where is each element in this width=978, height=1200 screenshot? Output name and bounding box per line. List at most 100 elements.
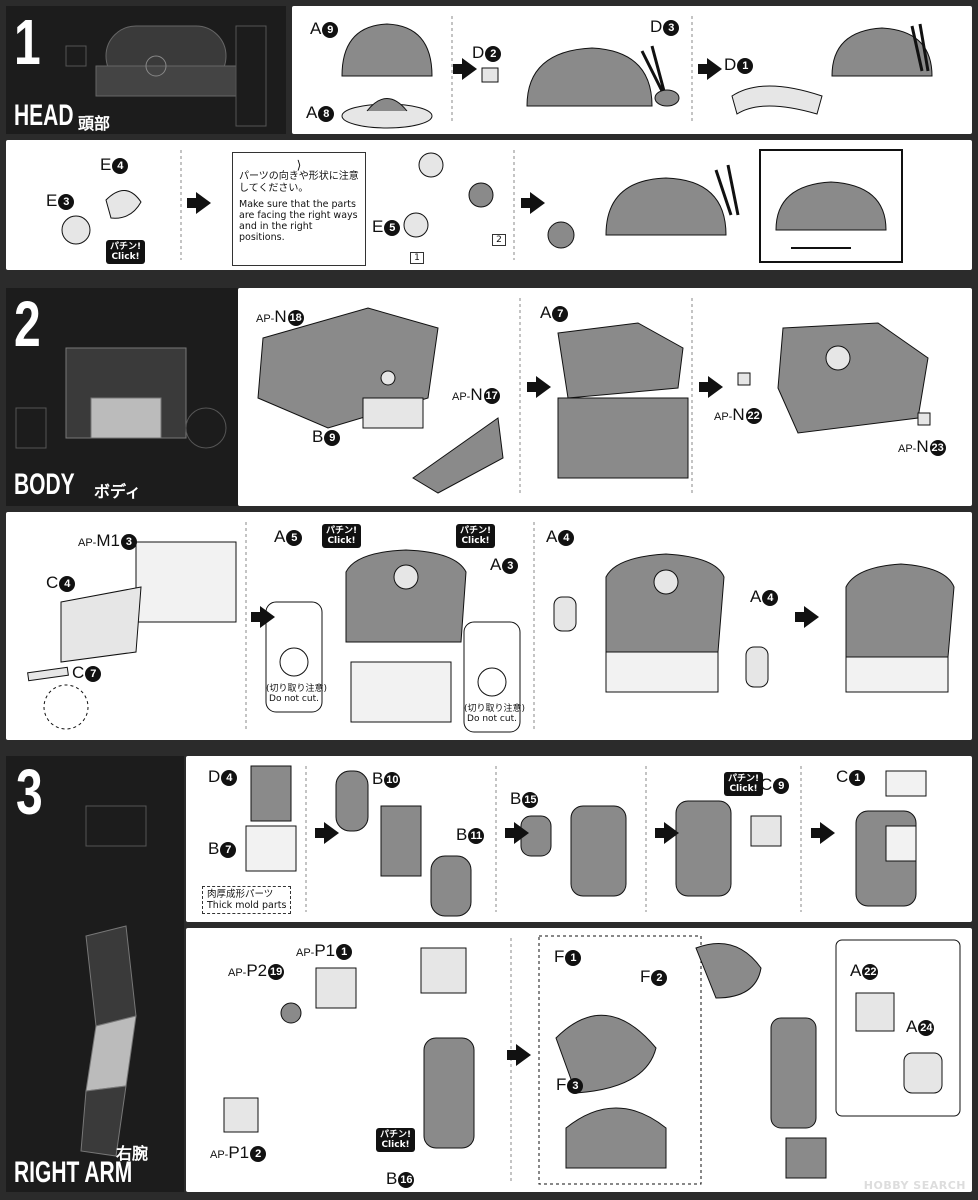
part-letter: A [906,1017,918,1036]
part-letter: B [456,825,468,844]
part-number: 9 [773,777,790,794]
ap-prefix: AP- [256,313,275,325]
part-letter: P1 [228,1143,250,1162]
part-number: 4 [221,769,238,786]
part-letter: B [208,839,220,858]
part-number: 2 [485,45,502,62]
click-jp: パチン! [326,526,358,536]
part-letter: C [760,775,773,794]
part-number: 5 [384,219,401,236]
part-letter: N [732,405,745,424]
part-number: 1 [849,769,866,786]
part-number: 17 [483,387,500,404]
arrow-right [699,376,723,398]
part-number: 24 [918,1019,935,1036]
part-letter: E [372,217,384,236]
part-number: 4 [558,529,575,546]
click-jp: パチン! [380,1130,412,1140]
click-en: Click! [381,1140,410,1150]
part-letter: A [490,555,502,574]
ap-prefix: AP- [78,537,97,549]
part-letter: A [850,961,862,980]
part-letter: A [540,303,552,322]
part-number: 22 [745,407,762,424]
arrow-right [187,192,211,214]
part-letter: P1 [314,941,336,960]
click-badge: パチン!Click! [322,524,362,548]
click-badge: パチン!Click! [106,240,146,264]
part-letter: F [556,1075,567,1094]
part-number: 3 [502,557,519,574]
click-jp: パチン! [460,526,492,536]
note-text-jp: パーツの向きや形状に注意してください。 [239,171,359,194]
part-number: 4 [762,589,779,606]
part-number: 1 [565,949,582,966]
part-number: 16 [398,1171,415,1188]
click-en: Click! [111,252,140,262]
part-letter: E [46,191,58,210]
section-title-jp: ボディ [94,482,141,501]
donotcut-jp: (切り取り注意) [464,704,526,714]
part-number: 2 [250,1145,267,1162]
ap-prefix: AP- [452,391,471,403]
part-number: 3 [663,19,680,36]
section-title: BODY [14,468,75,501]
part-number: 11 [468,827,485,844]
ap-prefix: AP- [210,1149,229,1161]
section-arm-sidebar: 3 右腕 RIGHT ARM [6,756,184,1192]
part-number: 23 [929,439,946,456]
head-bottom-parts-illustration [61,149,903,263]
note-icon: ⟩ [296,158,302,172]
click-badge: パチン!Click! [456,524,496,548]
donotcut-en: Do not cut. [467,714,517,724]
step-number: 1 [14,6,41,78]
arrow-right [453,58,477,80]
part-number: 9 [324,429,341,446]
body-silhouette-illustration [15,347,227,449]
part-number: 3 [58,193,75,210]
part-letter: M1 [96,531,120,550]
arrow-right [251,606,275,628]
arrow-right [521,192,545,214]
part-number: 2 [651,969,668,986]
part-letter: P2 [246,961,268,980]
click-en: Click! [327,536,356,546]
orientation-note: ⟩ パーツの向きや形状に注意してください。 Make sure that the… [232,152,366,266]
part-number: 22 [862,963,879,980]
part-letter: E [100,155,112,174]
donotcut-en: Do not cut. [269,694,319,704]
part-number: 3 [120,533,137,550]
part-letter: D [472,43,485,62]
note-text-en: Make sure that the parts are facing the … [239,199,358,243]
section-title-jp: 頭部 [78,114,111,133]
part-letter: A [750,587,762,606]
head-silhouette-illustration [65,25,267,127]
part-number: 8 [318,105,335,122]
part-letter: N [916,437,929,456]
